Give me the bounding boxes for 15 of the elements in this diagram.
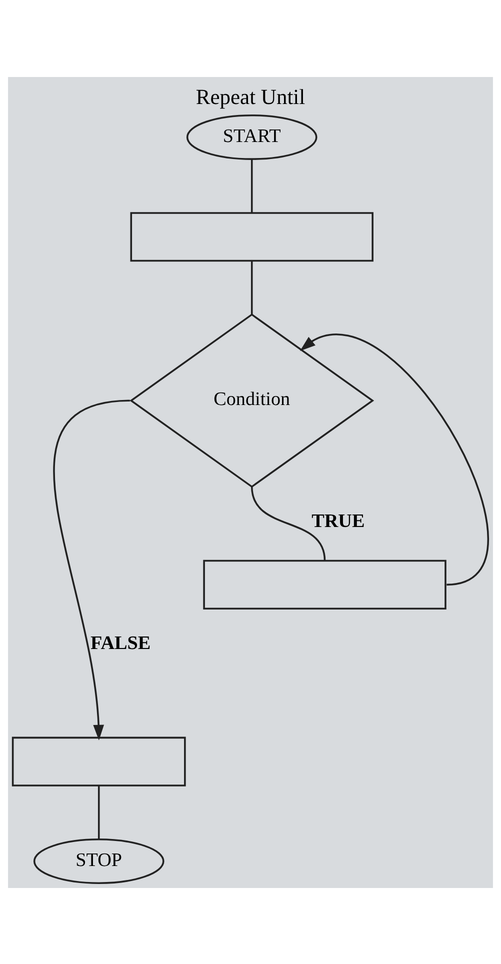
node-box [12,736,186,786]
node-ellipse: START [186,114,318,160]
connector [250,159,253,212]
edge-label: TRUE [312,510,365,532]
node-ellipse: STOP [33,838,164,884]
connector [250,260,253,314]
connector [98,785,100,839]
arrow [300,333,489,586]
node-box [130,212,374,262]
arrow [53,399,130,740]
diagram-title: Repeat Until [196,84,306,108]
connector [250,486,326,560]
edge-label: FALSE [90,632,151,654]
node-box [203,559,446,609]
node-diamond: Condition [130,312,374,488]
